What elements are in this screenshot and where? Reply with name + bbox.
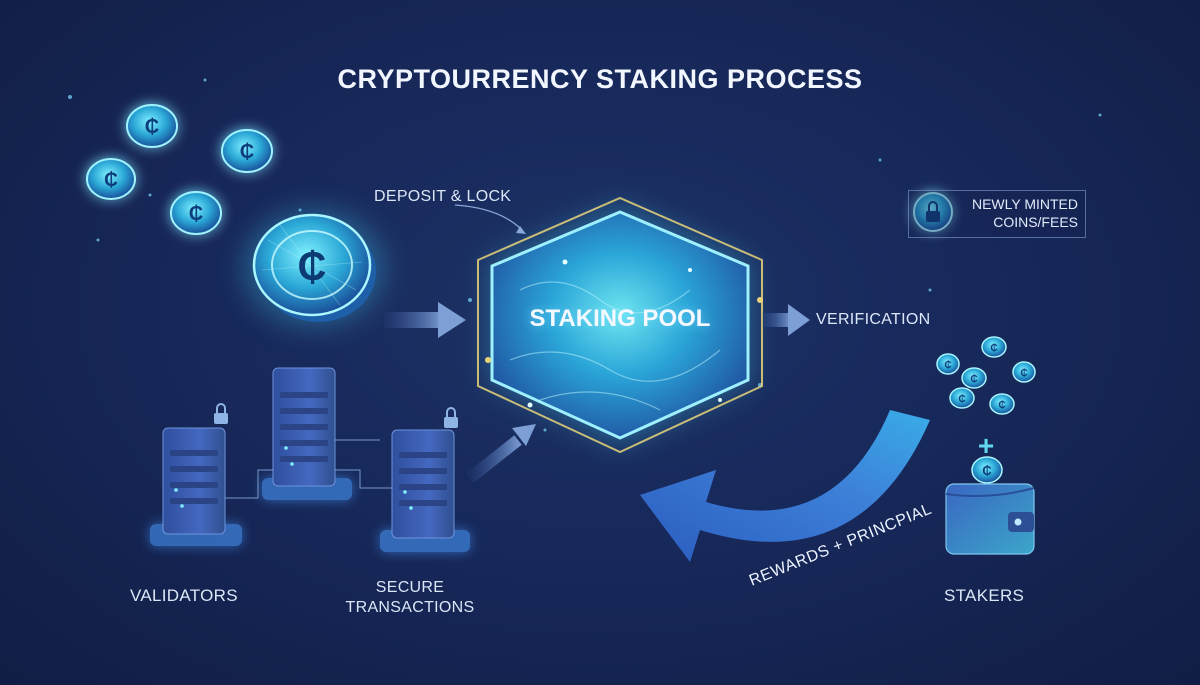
coin-icon: ₵ (170, 191, 222, 235)
rewards-arrow (640, 410, 930, 562)
deposit-label: DEPOSIT & LOCK (374, 188, 512, 205)
svg-text:₵: ₵ (944, 359, 951, 371)
large-coin-icon: ₵ (244, 210, 384, 326)
svg-text:₵: ₵ (998, 399, 1005, 411)
validator-server-right (380, 429, 470, 552)
verification-arrow (762, 304, 810, 336)
validators-label: VALIDATORS (130, 586, 238, 605)
plus-icon: + (978, 430, 994, 461)
coin-icon: ₵ (1012, 361, 1036, 383)
stakers-label: STAKERS (944, 586, 1025, 605)
lock-coin-icon (913, 192, 953, 232)
verification-label: VERIFICATION (816, 311, 931, 328)
diagram-title: CRYPTOURRENCY STAKING PROCESS (337, 64, 863, 94)
svg-text:₵: ₵ (1020, 367, 1027, 379)
lock-icon (444, 407, 458, 428)
coin-icon: ₵ (86, 158, 136, 200)
coin-icon: ₵ (949, 387, 975, 409)
coin-symbol: ₵ (240, 141, 254, 163)
wallet-icon: ₵ (945, 456, 1035, 555)
server-connections (225, 439, 392, 499)
newly-minted-line1: NEWLY MINTED (971, 196, 1078, 212)
secure-line1: SECURE (375, 579, 445, 596)
deposit-pointer-head (516, 226, 526, 234)
coin-icon: ₵ (936, 353, 960, 375)
coin-symbol: ₵ (189, 203, 203, 225)
validator-server-middle (262, 367, 352, 500)
newly-minted-line2: COINS/FEES (993, 214, 1078, 230)
staking-pool-label: STAKING POOL (529, 305, 711, 332)
coin-icon: ₵ (981, 336, 1007, 358)
coin-icon: ₵ (961, 367, 987, 389)
coin-icon: ₵ (989, 393, 1015, 415)
validator-server-left (150, 427, 242, 546)
svg-text:₵: ₵ (970, 373, 977, 385)
coin-symbol: ₵ (145, 116, 159, 138)
pool-hexagon (490, 210, 750, 440)
staker-coins: ₵ ₵ ₵ ₵ ₵ ₵ (936, 336, 1036, 415)
validator-arrow (466, 424, 536, 483)
deposit-pointer-line (454, 204, 523, 231)
lock-icon (214, 403, 228, 424)
newly-minted-label: NEWLY MINTED COINS/FEES (958, 195, 1078, 231)
secure-transactions-label: SECURE TRANSACTIONS (340, 578, 480, 618)
deposit-arrow (384, 302, 466, 338)
secure-line2: TRANSACTIONS (345, 599, 475, 616)
coin-symbol: ₵ (104, 170, 118, 191)
newly-minted-box (908, 190, 1086, 238)
svg-text:₵: ₵ (990, 342, 997, 354)
coin-icon: ₵ (126, 104, 178, 148)
svg-text:₵: ₵ (958, 393, 965, 405)
coin-symbol: ₵ (298, 245, 327, 289)
pool-outer-ring (477, 196, 763, 454)
coin-icon: ₵ (221, 129, 273, 173)
svg-text:₵: ₵ (982, 463, 992, 478)
staking-pool (477, 196, 763, 454)
